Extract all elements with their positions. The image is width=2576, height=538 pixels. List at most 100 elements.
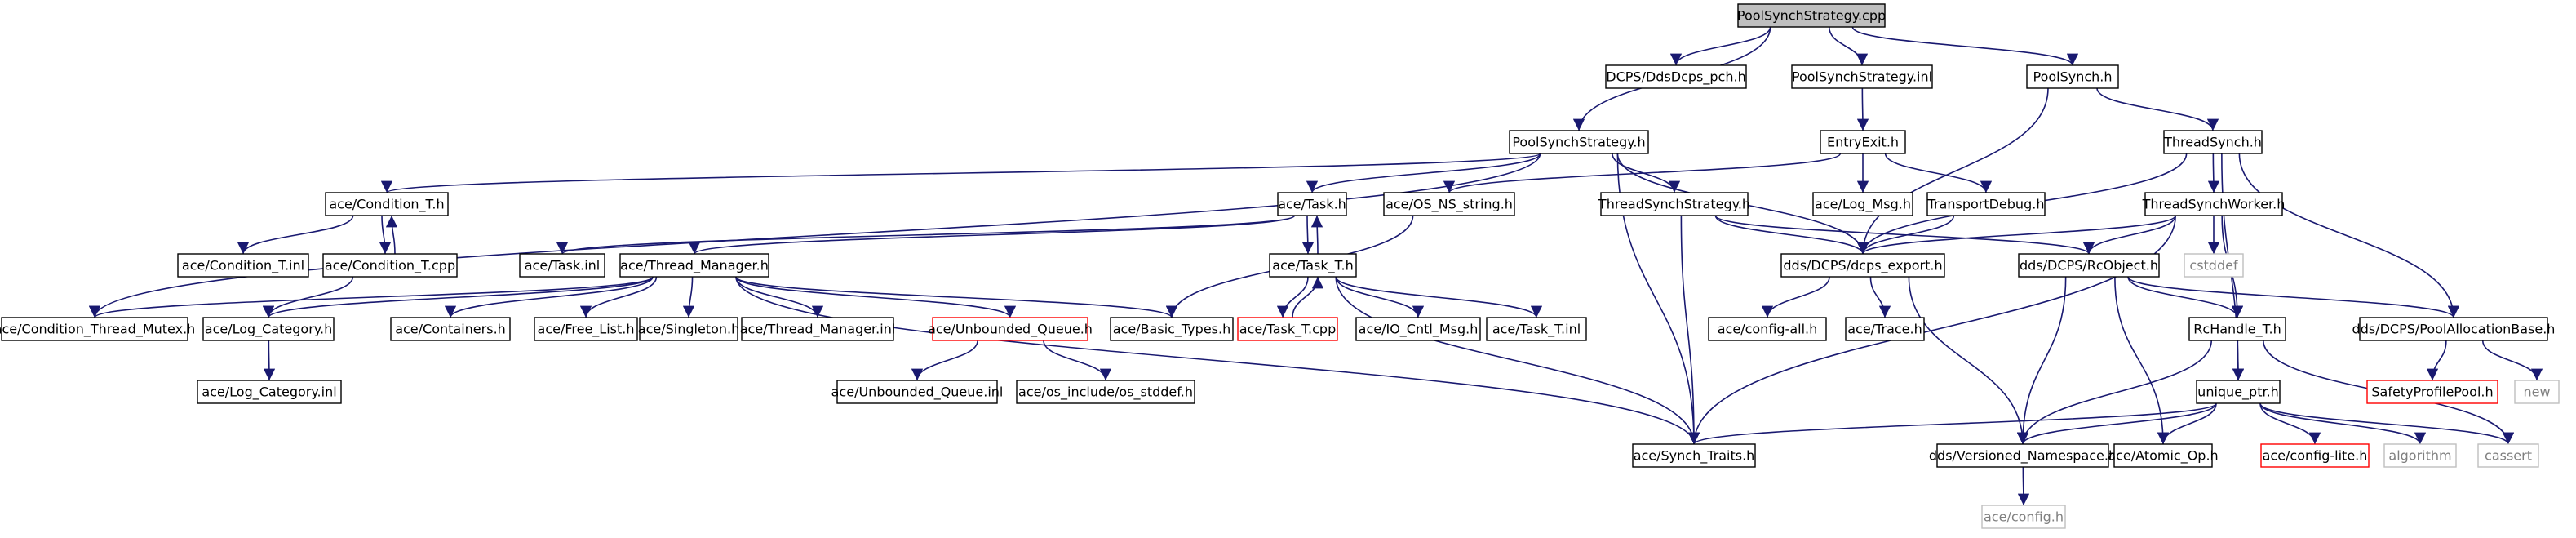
node-ace-containers-h[interactable]: ace/Containers.h: [390, 317, 511, 341]
edge-line: [2207, 153, 2220, 193]
edge-line: [1884, 153, 1993, 193]
node-box: [619, 253, 769, 278]
edge-dcpsexport-to-trace: [1869, 276, 1891, 318]
node-dcps-ddsdcps-pch-h[interactable]: DCPS/DdsDcps_pch.h: [1605, 64, 1747, 89]
node-dds-versioned-namespace-h[interactable]: dds/Versioned_Namespace.h: [1929, 443, 2117, 468]
edge-line: [2238, 153, 2460, 318]
node-dds-dcps-dcps-export-h[interactable]: dds/DCPS/dcps_export.h: [1780, 253, 1945, 278]
edge-uniqueptr-to-configlite: [2259, 402, 2321, 445]
node-cstddef[interactable]: cstddef: [2184, 253, 2244, 278]
node-ace-log-category-h[interactable]: ace/Log_Category.h: [202, 317, 335, 341]
node-ace-os-ns-string-h[interactable]: ace/OS_NS_string.h: [1383, 192, 1515, 216]
node-new[interactable]: new: [2514, 380, 2560, 404]
node-cassert[interactable]: cassert: [2477, 443, 2539, 468]
node-ace-config-lite-h[interactable]: ace/config-lite.h: [2260, 443, 2370, 468]
node-box: [2026, 64, 2119, 89]
node-threadsynch-h[interactable]: ThreadSynch.h: [2163, 130, 2263, 154]
node-ace-log-msg-h[interactable]: ace/Log_Msg.h: [1812, 192, 1913, 216]
edge-task-to-taskinl: [556, 215, 1296, 255]
node-ace-basic-types-h[interactable]: ace/Basic_Types.h: [1110, 317, 1234, 341]
node-ace-task-h[interactable]: ace/Task.h: [1277, 192, 1347, 216]
node-ace-task-t-inl[interactable]: ace/Task_T.inl: [1486, 317, 1587, 341]
node-ace-config-all-h[interactable]: ace/config-all.h: [1708, 317, 1827, 341]
node-ace-io-cntl-msg-h[interactable]: ace/IO_Cntl_Msg.h: [1355, 317, 1481, 341]
node-label: PoolSynchStrategy.inl: [1792, 69, 1932, 85]
node-ace-singleton-h[interactable]: ace/Singleton.h: [638, 317, 739, 341]
node-label: dds/DCPS/RcObject.h: [2020, 258, 2158, 273]
edge-line: [381, 153, 1541, 193]
node-poolsynchstrategy-h[interactable]: PoolSynchStrategy.h: [1509, 130, 1649, 154]
edge-rchandle-to-versioned: [2016, 340, 2212, 445]
edge-line: [1714, 215, 1869, 255]
node-box: [2477, 443, 2539, 468]
node-poolsynchstrategy-inl[interactable]: PoolSynchStrategy.inl: [1791, 64, 1933, 89]
node-ace-unbounded-queue-inl[interactable]: ace/Unbounded_Queue.inl: [831, 380, 1004, 404]
node-poolsynch-h[interactable]: PoolSynch.h: [2026, 64, 2119, 89]
node-threadsynchstrategy-h[interactable]: ThreadSynchStrategy.h: [1598, 192, 1750, 216]
node-poolsynchstrategy-cpp[interactable]: PoolSynchStrategy.cpp: [1737, 3, 1886, 28]
edge-entryexit-to-tdebug: [1884, 153, 1993, 193]
node-box: [1926, 192, 2046, 216]
edge-uniqueptr-to-versioned: [2016, 402, 2217, 445]
node-ace-synch-traits-h[interactable]: ace/Synch_Traits.h: [1632, 443, 1756, 468]
node-ace-thread-manager-h[interactable]: ace/Thread_Manager.h: [619, 253, 769, 278]
node-ace-task-inl[interactable]: ace/Task.inl: [519, 253, 605, 278]
node-ace-atomic-op-h[interactable]: ace/Atomic_Op.h: [2108, 443, 2219, 468]
node-rchandle-t-h[interactable]: RcHandle_T.h: [2188, 317, 2286, 341]
node-ace-thread-manager-inl[interactable]: ace/Thread_Manager.inl: [740, 317, 896, 341]
edge-uniqueptr-to-atomic: [2157, 402, 2217, 445]
node-label: ace/Thread_Manager.inl: [740, 322, 896, 338]
node-algorithm[interactable]: algorithm: [2383, 443, 2457, 468]
node-ace-task-t-cpp[interactable]: ace/Task_T.cpp: [1237, 317, 1338, 341]
node-unique-ptr-h[interactable]: unique_ptr.h: [2196, 380, 2281, 404]
node-label: ace/IO_Cntl_Msg.h: [1359, 322, 1479, 338]
node-label: DCPS/DdsDcps_pch.h: [1606, 69, 1745, 86]
node-label: ace/Log_Msg.h: [1815, 197, 1911, 213]
edge-line: [735, 276, 1177, 318]
node-label: ace/Synch_Traits.h: [1634, 448, 1755, 465]
node-label: ace/Log_Category.inl: [202, 385, 336, 401]
node-ace-config-h[interactable]: ace/config.h: [1981, 505, 2066, 529]
edge-line: [1306, 153, 1541, 193]
node-ace-condition-thread-mutex-h[interactable]: ace/Condition_Thread_Mutex.h: [0, 317, 195, 341]
node-box: [2188, 317, 2286, 341]
node-ace-free-list-h[interactable]: ace/Free_List.h: [534, 317, 638, 341]
node-label: algorithm: [2388, 448, 2451, 464]
node-label: ace/config.h: [1984, 509, 2064, 525]
node-label: ace/config-lite.h: [2263, 448, 2368, 464]
node-transportdebug-h[interactable]: TransportDebug.h: [1926, 192, 2046, 216]
node-safetyprofilepool-h[interactable]: SafetyProfilePool.h: [2366, 380, 2498, 404]
node-ace-condition-t-h[interactable]: ace/Condition_T.h: [325, 192, 449, 216]
edge-root-to-psinl: [1828, 26, 1869, 66]
edge-rcobject-to-atomic: [2114, 276, 2170, 445]
node-dds-dcps-poolallocationbase-h[interactable]: dds/DCPS/PoolAllocationBase.h: [2352, 317, 2556, 341]
node-threadsynchworker-h[interactable]: ThreadSynchWorker.h: [2142, 192, 2286, 216]
edge-line: [911, 340, 978, 381]
node-label: ace/Atomic_Op.h: [2108, 448, 2218, 465]
node-dds-dcps-rcobject-h[interactable]: dds/DCPS/RcObject.h: [2018, 253, 2160, 278]
node-box: [534, 317, 638, 341]
node-box: [1016, 380, 1195, 404]
edge-line: [2259, 402, 2321, 445]
edge-line: [2259, 402, 2515, 445]
node-ace-log-category-inl[interactable]: ace/Log_Category.inl: [197, 380, 342, 404]
node-box: [2144, 192, 2283, 216]
edge-line: [2016, 340, 2212, 445]
node-label: cassert: [2485, 448, 2532, 464]
edge-tsw-to-rcobject: [2082, 215, 2176, 255]
node-ace-condition-t-inl[interactable]: ace/Condition_T.inl: [177, 253, 309, 278]
node-ace-os-include-os-stddef-h[interactable]: ace/os_include/os_stddef.h: [1016, 380, 1195, 404]
node-box: [2359, 317, 2548, 341]
node-entryexit-h[interactable]: EntryExit.h: [1820, 130, 1906, 154]
node-ace-unbounded-queue-h[interactable]: ace/Unbounded_Queue.h: [928, 317, 1093, 341]
node-label: ace/Thread_Manager.h: [620, 258, 769, 274]
node-ace-trace-h[interactable]: ace/Trace.h: [1845, 317, 1925, 341]
node-ace-task-t-h[interactable]: ace/Task_T.h: [1269, 253, 1357, 278]
edge-line: [1292, 276, 1324, 318]
node-ace-condition-t-cpp[interactable]: ace/Condition_T.cpp: [322, 253, 458, 278]
node-box: [1605, 64, 1747, 89]
edge-line: [1908, 276, 2029, 445]
edge-line: [379, 215, 392, 255]
edge-line: [689, 215, 1296, 255]
